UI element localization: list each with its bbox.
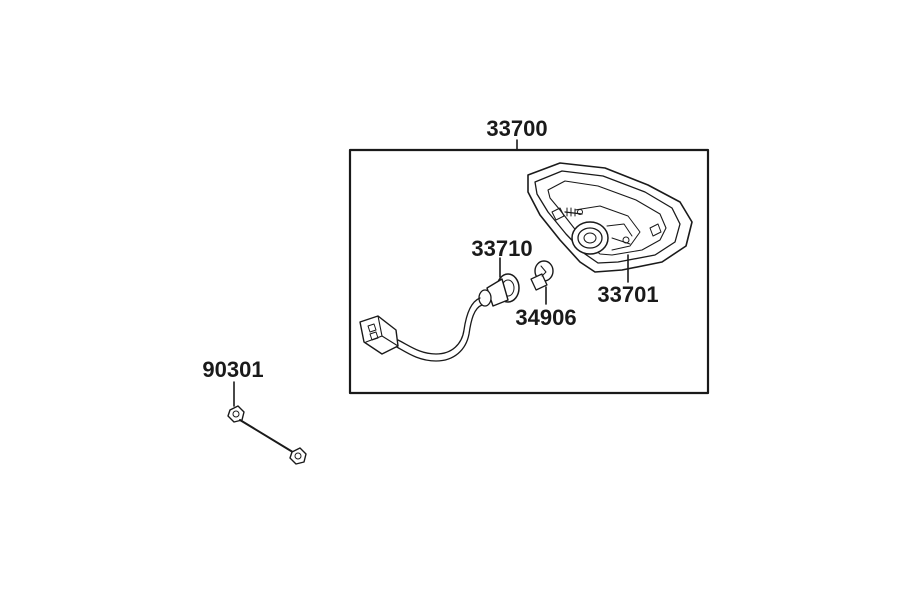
tail-light-housing <box>527 162 693 273</box>
label-nut: 90301 <box>202 357 263 382</box>
label-assembly: 33700 <box>486 116 547 141</box>
bulb <box>530 260 554 291</box>
label-lens: 33701 <box>597 282 658 307</box>
label-bulb: 34906 <box>515 305 576 330</box>
nut-fasteners <box>227 405 307 465</box>
label-socket: 33710 <box>471 236 532 261</box>
assembly-frame <box>348 139 710 395</box>
socket-harness <box>359 273 520 362</box>
